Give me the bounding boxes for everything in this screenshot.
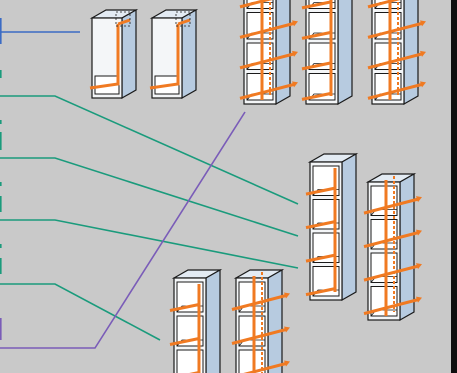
orange-pipe xyxy=(367,82,423,100)
cabinet-mid-2 xyxy=(363,172,422,322)
pipe-arrow xyxy=(420,20,426,27)
orange-pipe xyxy=(231,328,287,345)
orange-pipe xyxy=(363,231,419,249)
pipe-arrow xyxy=(284,360,290,367)
pipe-arrow xyxy=(420,81,426,88)
pipe-arrow xyxy=(416,296,422,303)
cabinet-single-left xyxy=(89,8,139,100)
orange-pipe xyxy=(305,287,336,297)
cabinet-side xyxy=(399,172,415,322)
orange-pipe xyxy=(177,18,191,26)
orange-pipe xyxy=(305,186,336,196)
orange-pipe xyxy=(239,21,295,39)
orange-pipe xyxy=(149,24,180,90)
pipe-arrow xyxy=(420,50,426,57)
cabinet-side xyxy=(205,268,221,373)
cabinet-mid-1 xyxy=(305,152,359,302)
cabinet-trio-1 xyxy=(239,0,298,106)
cabinet-trio-2 xyxy=(301,0,353,106)
pipe-arrow xyxy=(284,326,290,333)
orange-pipe xyxy=(239,0,273,9)
pipe-arrow xyxy=(292,50,298,57)
compartment xyxy=(238,281,266,313)
cabinet-side xyxy=(337,0,353,106)
orange-pipe xyxy=(367,21,423,39)
orange-pipe xyxy=(367,52,423,70)
teal-connector-1 xyxy=(0,95,299,205)
cabinet-drawings xyxy=(89,0,426,373)
connector-lines xyxy=(0,18,299,349)
pipe-arrow xyxy=(416,196,422,203)
orange-pipe xyxy=(239,52,295,70)
orange-pipe xyxy=(117,18,131,26)
orange-pipe xyxy=(363,197,419,215)
orange-pipe xyxy=(363,264,419,282)
cabinet-side xyxy=(341,152,357,302)
orange-pipe xyxy=(301,30,332,40)
cabinet-bottom-2 xyxy=(231,268,290,373)
hidden-line xyxy=(115,11,131,27)
cabinet-trio-3 xyxy=(367,0,426,106)
compartment xyxy=(176,349,204,373)
orange-pipe xyxy=(301,0,332,10)
teal-connector-3 xyxy=(0,219,299,269)
orange-pipe xyxy=(305,220,336,230)
compartment xyxy=(238,349,266,373)
orange-pipe xyxy=(363,298,419,316)
compartment xyxy=(246,0,274,9)
orange-pipe xyxy=(301,91,332,101)
orange-pipe xyxy=(231,294,287,311)
hidden-line xyxy=(175,11,191,27)
cabinet-side xyxy=(267,268,283,373)
orange-pipe xyxy=(243,362,287,373)
teal-connector-4 xyxy=(0,283,161,341)
orange-pipe xyxy=(239,82,295,100)
teal-connector-2 xyxy=(0,157,299,237)
pipe-arrow xyxy=(292,81,298,88)
orange-pipe xyxy=(367,0,401,9)
orange-pipe xyxy=(301,61,332,71)
pipe-arrow xyxy=(284,292,290,299)
orange-pipe xyxy=(169,303,200,312)
cabinet-single-right xyxy=(149,8,199,100)
orange-pipe xyxy=(305,253,336,263)
cabinet-bottom-1 xyxy=(169,268,223,373)
pipe-arrow xyxy=(416,263,422,270)
purple-connector xyxy=(0,111,246,349)
compartment xyxy=(374,0,402,9)
orange-pipe xyxy=(89,24,120,90)
right-frame-border xyxy=(451,0,457,373)
orange-pipe xyxy=(169,337,200,346)
pipe-arrow xyxy=(292,20,298,27)
pipe-arrow xyxy=(416,229,422,236)
